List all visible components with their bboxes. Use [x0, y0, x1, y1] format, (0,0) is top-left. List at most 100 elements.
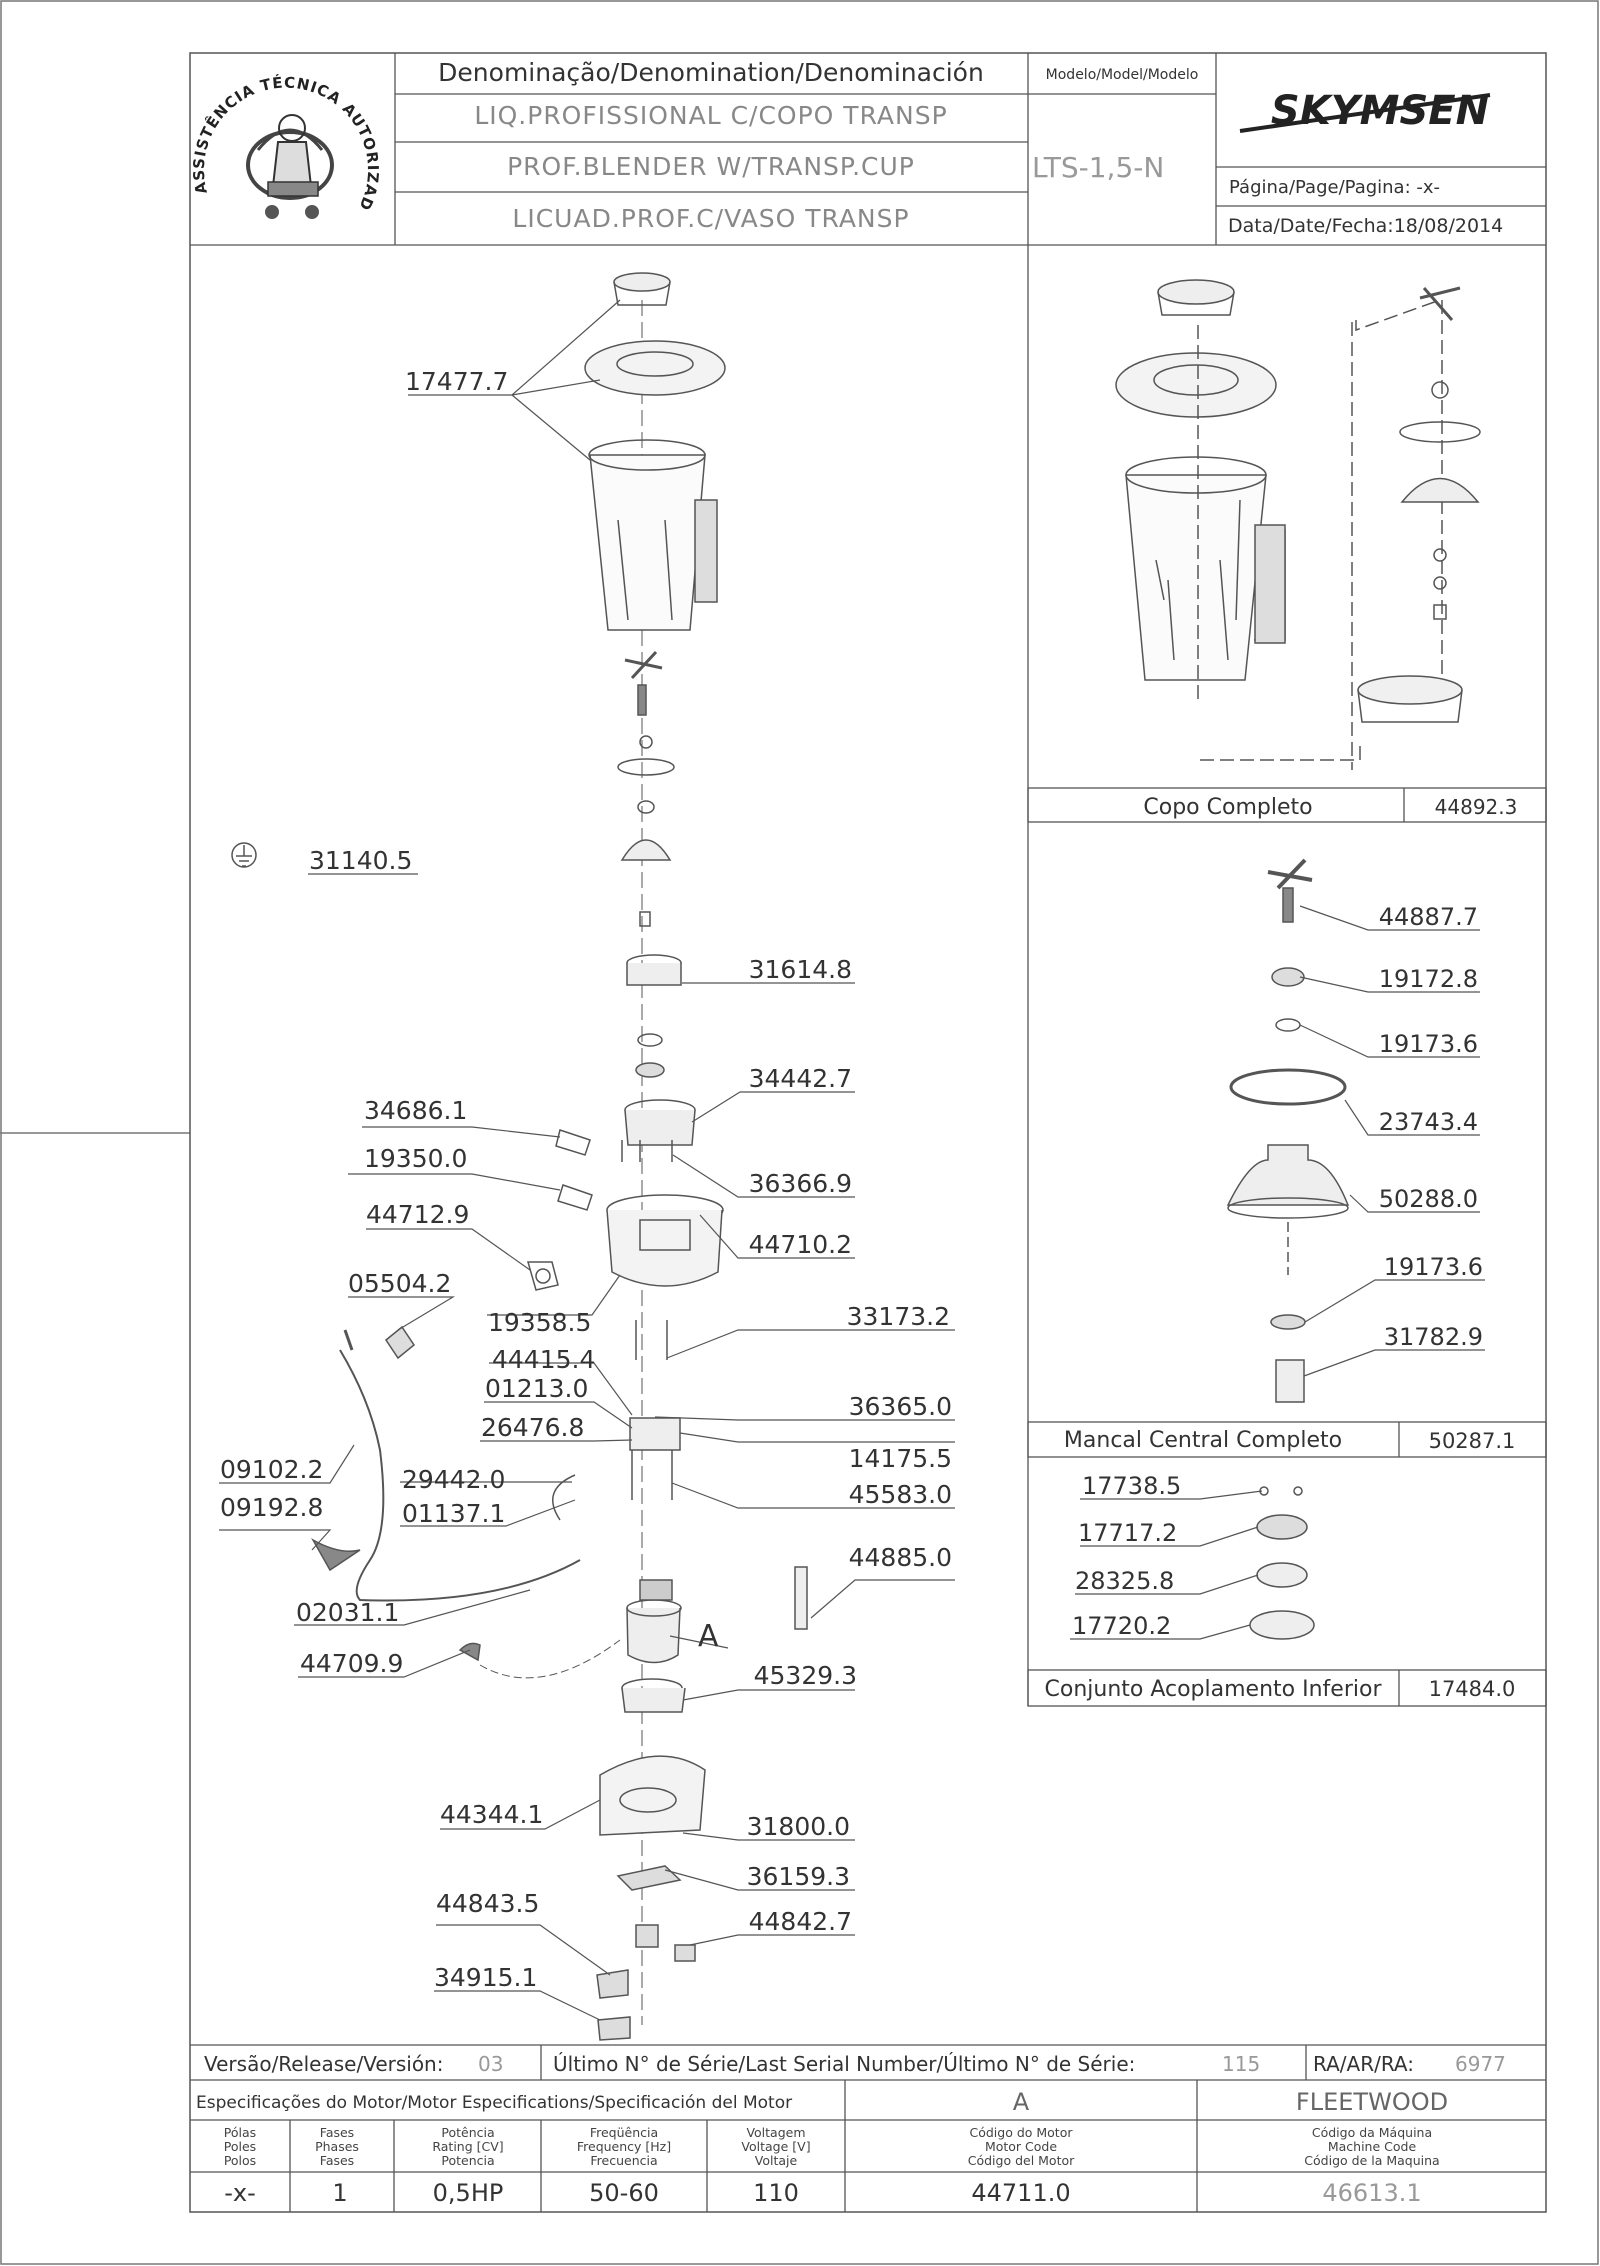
version-label: Versão/Release/Versión:	[204, 2052, 443, 2076]
diagram-label: Potência	[441, 2125, 494, 2140]
machine-code-value: 46613.1	[1322, 2179, 1421, 2207]
part-number: 01213.0	[485, 1374, 588, 1403]
voltage-value: 110	[753, 2179, 799, 2207]
diagram-label: Código de la Maquina	[1304, 2153, 1439, 2168]
main-labels: 17477.7 31140.5 31614.8 34442.7 34686.1 …	[220, 367, 952, 1992]
motor-code-value: 44711.0	[971, 2179, 1070, 2207]
part-number: 36365.0	[849, 1392, 952, 1421]
mancal-leaders	[1299, 905, 1485, 1377]
diagram-label: Frecuencia	[590, 2153, 657, 2168]
diagram-label: Frequency [Hz]	[577, 2139, 671, 2154]
phases-value: 1	[332, 2179, 347, 2207]
part-number: 31800.0	[747, 1812, 850, 1841]
footer-grid	[190, 2044, 1546, 2212]
diagram-label: Código del Motor	[968, 2153, 1075, 2168]
part-number: 09192.8	[220, 1493, 323, 1522]
mancal-code: 50287.1	[1429, 1429, 1516, 1453]
mancal-central-drawing	[1226, 858, 1350, 1403]
part-number: 19173.6	[1379, 1030, 1478, 1058]
diagram-label: Voltagem	[746, 2125, 805, 2140]
drawing-border	[189, 52, 1547, 2213]
part-number: 17720.2	[1072, 1612, 1171, 1640]
part-number: 31614.8	[749, 955, 852, 984]
part-number: 36159.3	[747, 1862, 850, 1891]
part-number: 44843.5	[436, 1889, 539, 1918]
diagram-label: Código da Máquina	[1312, 2125, 1432, 2140]
part-number: 36366.9	[749, 1169, 852, 1198]
part-number: 31782.9	[1384, 1323, 1483, 1351]
authorized-service-seal: ASSISTÊNCIA TÉCNICA AUTORIZADA	[0, 0, 381, 219]
part-number: 17477.7	[405, 367, 508, 396]
main-exploded-drawing	[231, 272, 808, 2041]
name-en: PROF.BLENDER W/TRANSP.CUP	[507, 152, 915, 181]
part-number: 44344.1	[440, 1800, 543, 1829]
part-number: 14175.5	[849, 1444, 952, 1473]
part-number: 44887.7	[1379, 903, 1478, 931]
part-number: 50288.0	[1379, 1185, 1478, 1213]
part-number: 31140.5	[309, 846, 412, 875]
date: Data/Date/Fecha:18/08/2014	[1228, 215, 1503, 237]
mancal-title-row	[1027, 1421, 1547, 1458]
frequency-value: 50-60	[589, 2179, 659, 2207]
diagram-label: Fases	[320, 2125, 354, 2140]
diagram-label: Freqüência	[590, 2125, 658, 2140]
title-block	[190, 53, 1546, 246]
part-number: 44712.9	[366, 1200, 469, 1229]
part-number: 02031.1	[296, 1598, 399, 1627]
part-number: 19350.0	[364, 1144, 467, 1173]
diagram-label: Código do Motor	[969, 2125, 1073, 2140]
acoplamento-leaders	[1070, 1490, 1263, 1640]
part-number: 09102.2	[220, 1455, 323, 1484]
part-number: 26476.8	[481, 1413, 584, 1442]
diagram-label: Voltaje	[755, 2153, 798, 2168]
part-number: 17717.2	[1078, 1519, 1177, 1547]
motor-id: A	[1013, 2088, 1030, 2116]
acoplamento-title: Conjunto Acoplamento Inferior	[1045, 1677, 1383, 1702]
part-number: 45329.3	[754, 1661, 857, 1690]
motor-table-headers: Pólas Poles Polos Fases Phases Fases Pot…	[224, 2125, 1440, 2168]
mancal-title: Mancal Central Completo	[1064, 1428, 1342, 1453]
model-value: LTS-1,5-N	[1032, 151, 1164, 184]
part-number: 19173.6	[1384, 1253, 1483, 1281]
serial-label: Último N° de Série/Last Serial Number/Úl…	[553, 2052, 1135, 2076]
part-number: 44710.2	[749, 1230, 852, 1259]
denomination-label: Denominação/Denomination/Denominación	[438, 58, 984, 87]
part-number: 44885.0	[849, 1543, 952, 1572]
model-label: Modelo/Model/Modelo	[1046, 67, 1199, 83]
part-number: 05504.2	[348, 1269, 451, 1298]
motor-table-values: -x- 1 0,5HP 50-60 110 44711.0 46613.1	[224, 2179, 1421, 2207]
part-number: 17738.5	[1082, 1472, 1181, 1500]
part-number: 34686.1	[364, 1096, 467, 1125]
diagram-label: Potencia	[441, 2153, 494, 2168]
part-number: 23743.4	[1379, 1108, 1478, 1136]
diagram-label: Fases	[320, 2153, 354, 2168]
diagram-label: Motor Code	[985, 2139, 1057, 2154]
part-number: 44709.9	[300, 1649, 403, 1678]
motor-spec-label: Especificações do Motor/Motor Especifica…	[196, 2093, 792, 2113]
part-number: 44415.4	[492, 1345, 595, 1374]
name-es: LICUAD.PROF.C/VASO TRANSP	[512, 204, 909, 233]
rating-value: 0,5HP	[433, 2179, 504, 2207]
part-number: 44842.7	[749, 1907, 852, 1936]
poles-value: -x-	[224, 2179, 256, 2207]
serial-value: 115	[1222, 2052, 1260, 2076]
part-number: 33173.2	[847, 1302, 950, 1331]
machine-name: FLEETWOOD	[1296, 2088, 1448, 2116]
diagram-label: Rating [CV]	[432, 2139, 503, 2154]
part-number: 19358.5	[488, 1308, 591, 1337]
part-number: 45583.0	[849, 1480, 952, 1509]
acoplamento-code: 17484.0	[1429, 1677, 1516, 1701]
part-number: 28325.8	[1075, 1567, 1174, 1595]
diagram-label: Pólas	[224, 2125, 256, 2140]
copo-title-row	[1027, 787, 1547, 823]
part-number: 34442.7	[749, 1064, 852, 1093]
page-number: Página/Page/Pagina: -x-	[1229, 177, 1440, 198]
diagram-label: Poles	[224, 2139, 256, 2154]
part-number: 19172.8	[1379, 965, 1478, 993]
motor-marker: A	[698, 1619, 719, 1654]
part-number: 34915.1	[434, 1963, 537, 1992]
copo-code: 44892.3	[1435, 795, 1518, 819]
mancal-labels: 44887.7 19172.8 19173.6 23743.4 50288.0 …	[1379, 903, 1483, 1351]
